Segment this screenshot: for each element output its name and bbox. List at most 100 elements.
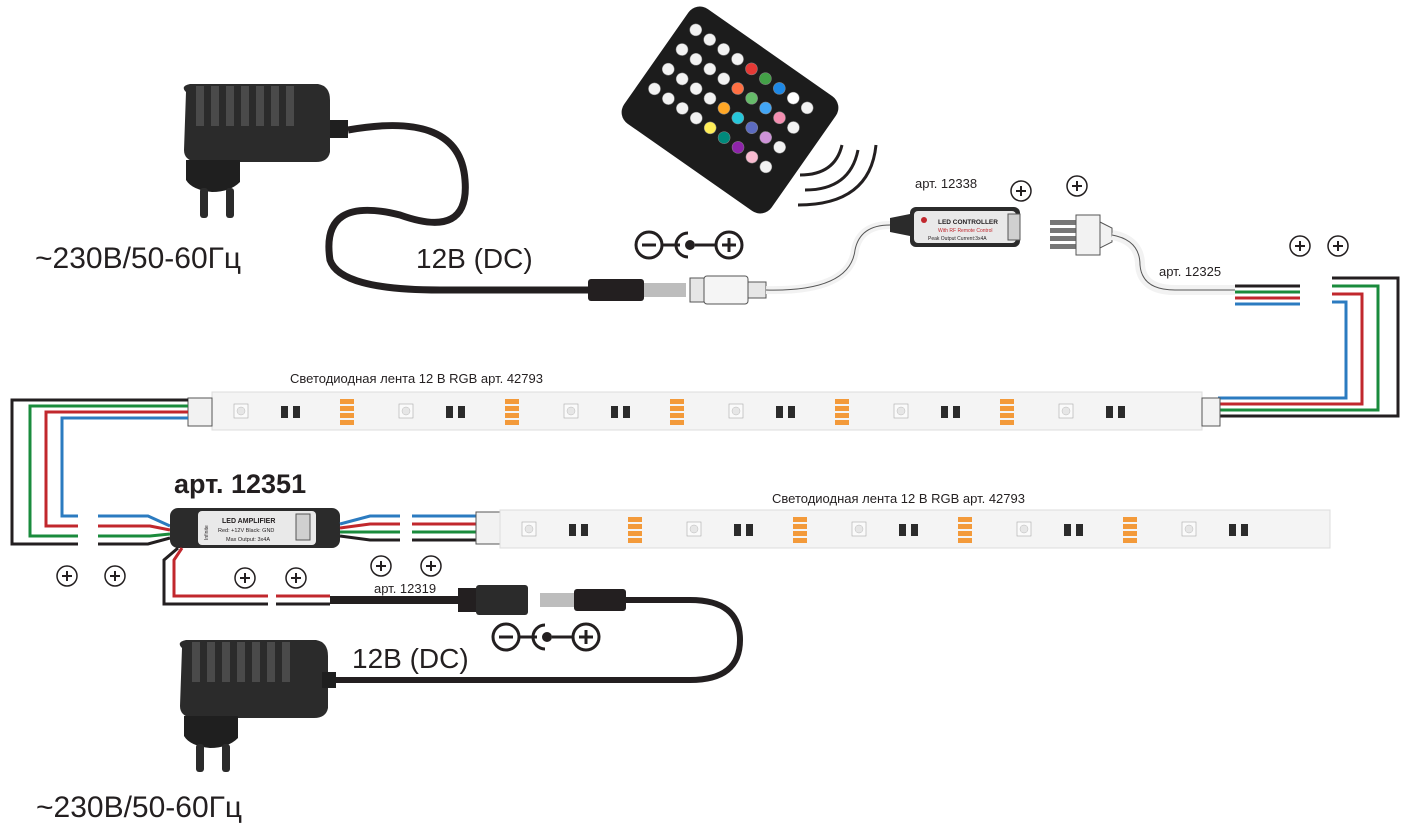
strip-resistor [899, 524, 906, 536]
strip-resistor [1241, 524, 1248, 536]
solder-pad [1000, 406, 1014, 411]
dc-plug-female-top [689, 275, 767, 305]
remote-button [731, 141, 745, 154]
mains-label-bottom: ~230В/50-60Гц [36, 791, 242, 823]
remote-button [717, 43, 730, 56]
extension-article: арт. 12319 [374, 581, 436, 596]
strip-top-label: Светодиодная лента 12 В RGB арт. 42793 [290, 371, 543, 386]
plus-marker-left-a [56, 565, 78, 587]
dc-cable-top [325, 122, 590, 294]
rgb-4pin-connector [1050, 214, 1113, 256]
solder-pad [505, 399, 519, 404]
dc-plug-male-top [588, 279, 686, 301]
solder-pad [628, 517, 642, 522]
mains-label-top: ~230В/50-60Гц [35, 242, 241, 275]
remote-button [745, 150, 759, 164]
plus-marker-wire-a [1289, 235, 1311, 257]
controller-article: арт. 12338 [915, 176, 977, 191]
led-strip-bottom [475, 509, 1331, 549]
amplifier-line2: Max Output: 3x4A [226, 537, 270, 543]
strip-resistor [953, 406, 960, 418]
remote-button [689, 23, 703, 37]
remote-button [773, 140, 786, 154]
remote-button [745, 92, 758, 105]
solder-pad [505, 406, 519, 411]
amplifier-article: арт. 12351 [174, 469, 306, 499]
remote-button [703, 62, 717, 76]
solder-pad [958, 517, 972, 522]
remote-button [648, 82, 661, 96]
solder-pad [793, 531, 807, 536]
remote-button [675, 72, 689, 86]
solder-pad [505, 413, 519, 418]
power-adapter-top [183, 84, 348, 218]
strip-resistor [281, 406, 288, 418]
solder-pad [1123, 531, 1137, 536]
dc-cable-bottom [334, 597, 744, 683]
remote-button [731, 111, 745, 125]
strip-resistor [623, 406, 630, 418]
polarity-symbol-top [634, 230, 744, 260]
strip-resistor [776, 406, 783, 418]
connector-article: арт. 12325 [1159, 264, 1221, 279]
remote-button [661, 62, 675, 76]
strip-resistor [1064, 524, 1071, 536]
dc-label-bottom: 12В (DC) [352, 643, 469, 674]
solder-pad [340, 406, 354, 411]
solder-pad [670, 406, 684, 411]
strip-resistor [569, 524, 576, 536]
remote-button [703, 92, 717, 105]
remote-button [717, 131, 731, 144]
power-adapter-bottom [179, 640, 336, 772]
remote-button [745, 121, 759, 134]
plus-marker-wire-b [1327, 235, 1349, 257]
remote-button [787, 121, 800, 134]
plus-marker-left-b [104, 565, 126, 587]
strip-resistor [446, 406, 453, 418]
solder-pad [505, 420, 519, 425]
solder-pad [1123, 517, 1137, 522]
remote-button [676, 102, 689, 115]
remote-button [731, 52, 744, 66]
strip-top-segments [233, 399, 1125, 425]
plus-marker-amp-out-b [420, 555, 442, 577]
connector-wires-left [1235, 284, 1300, 306]
dc-plug-female-bottom [458, 585, 528, 615]
controller-subtitle: With RF Remote Control [938, 228, 992, 234]
strip-resistor [581, 524, 588, 536]
amplifier-title: LED AMPLIFIER [222, 518, 275, 525]
solder-pad [628, 524, 642, 529]
solder-pad [628, 531, 642, 536]
remote-button [786, 91, 800, 105]
strip-resistor [788, 406, 795, 418]
plus-marker-connector [1066, 175, 1088, 197]
solder-pad [1000, 420, 1014, 425]
strip-resistor [1106, 406, 1113, 418]
remote-button [717, 101, 731, 115]
solder-pad [340, 399, 354, 404]
led-amplifier: LED AMPLIFIER Red: +12V Black: GND Max O… [170, 508, 340, 548]
plus-marker-power-a [234, 567, 256, 589]
wires-left-loop [10, 398, 188, 546]
solder-pad [793, 517, 807, 522]
strip-resistor [1229, 524, 1236, 536]
wires-into-amplifier [98, 514, 171, 546]
remote-button [800, 101, 814, 115]
solder-pad [1000, 413, 1014, 418]
led-strip-top [187, 391, 1221, 431]
remote-button [773, 111, 786, 125]
strip-resistor [611, 406, 618, 418]
strip-resistor [1118, 406, 1125, 418]
solder-pad [835, 406, 849, 411]
remote-button [703, 121, 717, 135]
strip-bottom-segments [521, 517, 1248, 543]
remote-button [759, 72, 772, 85]
remote-button [703, 33, 716, 46]
solder-pad [958, 538, 972, 543]
remote-button [759, 131, 772, 144]
amplifier-power-wires [162, 546, 330, 606]
remote-button [717, 72, 731, 86]
strip-resistor [734, 524, 741, 536]
